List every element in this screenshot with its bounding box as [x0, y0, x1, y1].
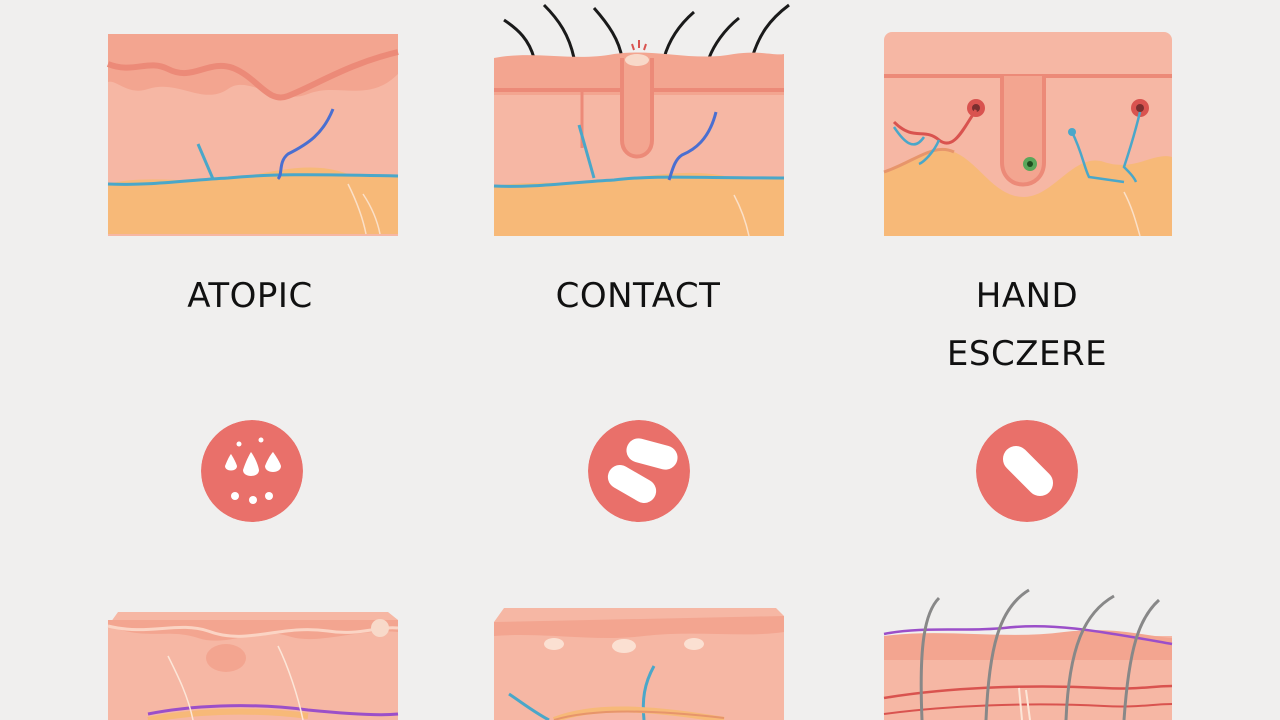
- label-hand-line1: HAND: [975, 276, 1079, 316]
- contact-skin-diagram: [493, 3, 790, 237]
- label-atopic: ATOPIC: [187, 276, 313, 316]
- hand-skin-diagram: [883, 32, 1172, 237]
- pills-icon: [588, 420, 690, 522]
- atopic-lower-skin-diagram: [107, 612, 399, 720]
- label-hand-line2: ESCZERE: [946, 334, 1108, 374]
- droplets-icon: [201, 420, 303, 522]
- label-contact: CONTACT: [555, 276, 721, 316]
- contact-lower-skin-diagram: [494, 608, 784, 720]
- atopic-skin-diagram: [106, 34, 399, 236]
- hand-lower-skin-diagram: [883, 588, 1173, 720]
- capsule-icon: [976, 420, 1078, 522]
